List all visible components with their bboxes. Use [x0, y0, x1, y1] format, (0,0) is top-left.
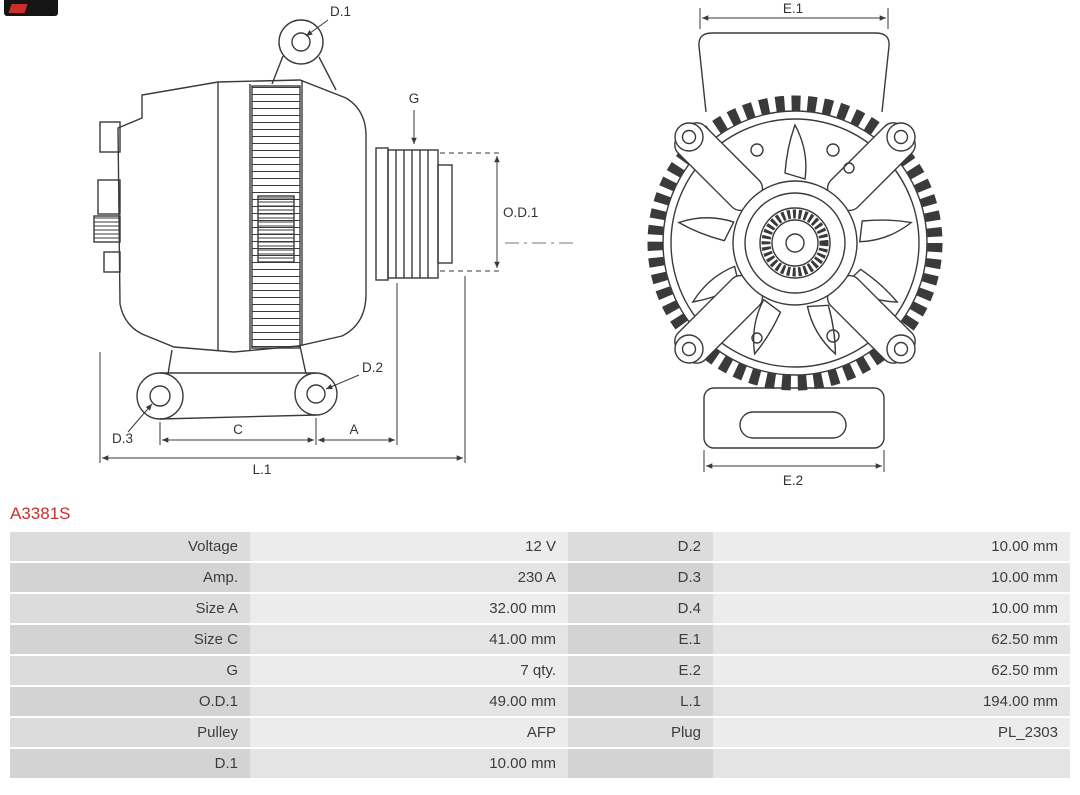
dim-label-od1: O.D.1 — [503, 205, 538, 220]
table-row: G 7 qty. E.2 62.50 mm — [10, 656, 1070, 685]
spec-label: Size C — [10, 625, 250, 654]
dim-label-c: C — [233, 422, 243, 437]
table-row: Size C 41.00 mm E.1 62.50 mm — [10, 625, 1070, 654]
spec-label: O.D.1 — [10, 687, 250, 716]
spec-table: Voltage 12 V D.2 10.00 mm Amp. 230 A D.3… — [10, 530, 1070, 780]
dim-label-g: G — [409, 91, 420, 106]
side-view-drawing — [93, 19, 453, 420]
spec-value: 10.00 mm — [713, 594, 1070, 623]
spec-value: 10.00 mm — [713, 563, 1070, 592]
spec-label: G — [10, 656, 250, 685]
dim-label-l1: L.1 — [253, 462, 272, 477]
spec-value: 49.00 mm — [250, 687, 568, 716]
dim-label-d2: D.2 — [362, 360, 383, 375]
technical-diagram: D.1 G O.D.1 D.2 D.3 C A L.1 — [93, 1, 943, 488]
spec-value: PL_2303 — [713, 718, 1070, 747]
spec-label: Pulley — [10, 718, 250, 747]
side-view-dimensions — [99, 19, 500, 463]
spec-value: 62.50 mm — [713, 656, 1070, 685]
spec-value — [713, 749, 1070, 778]
brand-logo — [4, 0, 58, 16]
spec-label: D.3 — [568, 563, 713, 592]
rear-view-dimensions — [699, 8, 889, 472]
table-row: Voltage 12 V D.2 10.00 mm — [10, 532, 1070, 561]
spec-value: AFP — [250, 718, 568, 747]
spec-value: 194.00 mm — [713, 687, 1070, 716]
dim-label-d3: D.3 — [112, 431, 133, 446]
spec-label: Voltage — [10, 532, 250, 561]
spec-label: E.2 — [568, 656, 713, 685]
spec-label: D.1 — [10, 749, 250, 778]
spec-value: 230 A — [250, 563, 568, 592]
side-view-projection-lines — [440, 152, 578, 272]
part-number: A3381S — [10, 504, 71, 523]
spec-value: 10.00 mm — [250, 749, 568, 778]
spec-label: E.1 — [568, 625, 713, 654]
spec-value: 7 qty. — [250, 656, 568, 685]
spec-label: Size A — [10, 594, 250, 623]
table-row: Pulley AFP Plug PL_2303 — [10, 718, 1070, 747]
table-row: Amp. 230 A D.3 10.00 mm — [10, 563, 1070, 592]
spec-label: Plug — [568, 718, 713, 747]
spec-label: Amp. — [10, 563, 250, 592]
table-row: D.1 10.00 mm — [10, 749, 1070, 778]
dim-label-a: A — [349, 422, 358, 437]
spec-value: 12 V — [250, 532, 568, 561]
spec-value: 62.50 mm — [713, 625, 1070, 654]
dim-label-e1: E.1 — [783, 1, 803, 16]
spec-value: 32.00 mm — [250, 594, 568, 623]
dim-label-e2: E.2 — [783, 473, 803, 488]
dim-label-d1: D.1 — [330, 4, 351, 19]
spec-value: 10.00 mm — [713, 532, 1070, 561]
alternator-drawing: D.1 G O.D.1 D.2 D.3 C A L.1 — [93, 1, 943, 488]
spec-label: D.2 — [568, 532, 713, 561]
spec-label: L.1 — [568, 687, 713, 716]
table-row: O.D.1 49.00 mm L.1 194.00 mm — [10, 687, 1070, 716]
spec-value: 41.00 mm — [250, 625, 568, 654]
spec-label — [568, 749, 713, 778]
spec-label: D.4 — [568, 594, 713, 623]
table-row: Size A 32.00 mm D.4 10.00 mm — [10, 594, 1070, 623]
rear-view-drawing — [647, 32, 943, 449]
